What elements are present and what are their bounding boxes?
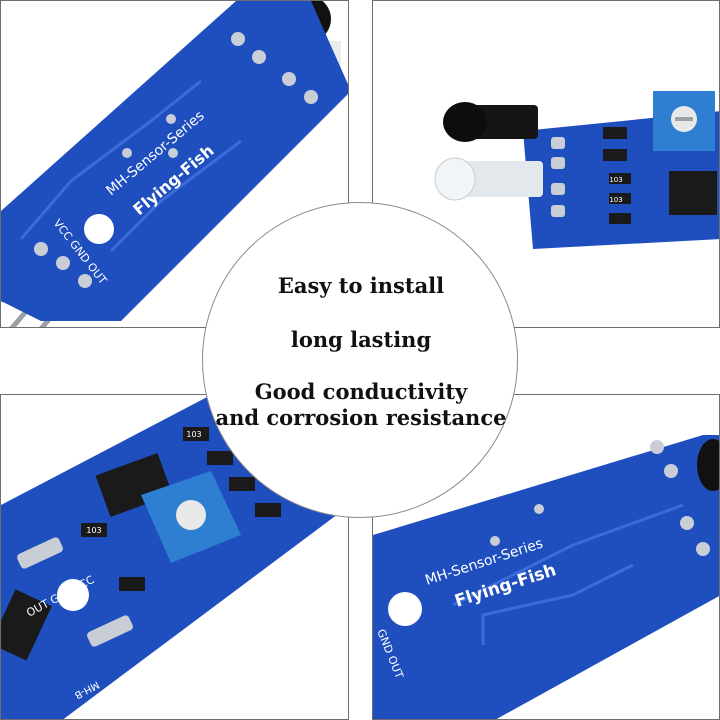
smd-components [603, 127, 631, 224]
res-label: 103 [86, 526, 101, 535]
res-label: 103 [609, 176, 622, 184]
feature-long-lasting: long lasting [290, 327, 432, 352]
res-label: 103 [186, 430, 201, 439]
ir-receiver-clear [453, 161, 543, 197]
pot-knob [176, 500, 206, 530]
mounting-hole [388, 592, 422, 626]
led-pads [17, 537, 133, 647]
solder-pads [490, 440, 710, 556]
feature-callout-circle: Easy to install long lasting Good conduc… [202, 202, 518, 518]
feature-conductivity: Good conductivity [254, 379, 468, 404]
header-connector [1, 589, 52, 661]
res-label: 103 [609, 196, 622, 204]
pcb-board [373, 435, 719, 719]
ir-led-black [697, 439, 719, 491]
board-illustration: 103 103 [434, 91, 719, 249]
photo-board-pin-end: MH-Sensor-Series Flying-Fish VCC GND OUT [0, 0, 349, 328]
feature-corrosion-resistance: and corrosion resistance [215, 405, 507, 430]
smd-components [81, 427, 281, 591]
solder-pads [34, 32, 318, 288]
comparator-ic [669, 171, 717, 215]
mounting-hole [57, 579, 89, 611]
solder-pads [551, 137, 565, 217]
board-illustration: MH-Sensor-Series Flying-Fish GND OUT [373, 435, 719, 719]
pcb-board [1, 1, 348, 321]
feature-easy-install: Easy to install [277, 273, 445, 298]
board-illustration: MH-Sensor-Series Flying-Fish VCC GND OUT [1, 1, 348, 327]
photo-board-label-side: MH-Sensor-Series Flying-Fish GND OUT [372, 394, 720, 720]
mounting-hole [84, 214, 114, 244]
